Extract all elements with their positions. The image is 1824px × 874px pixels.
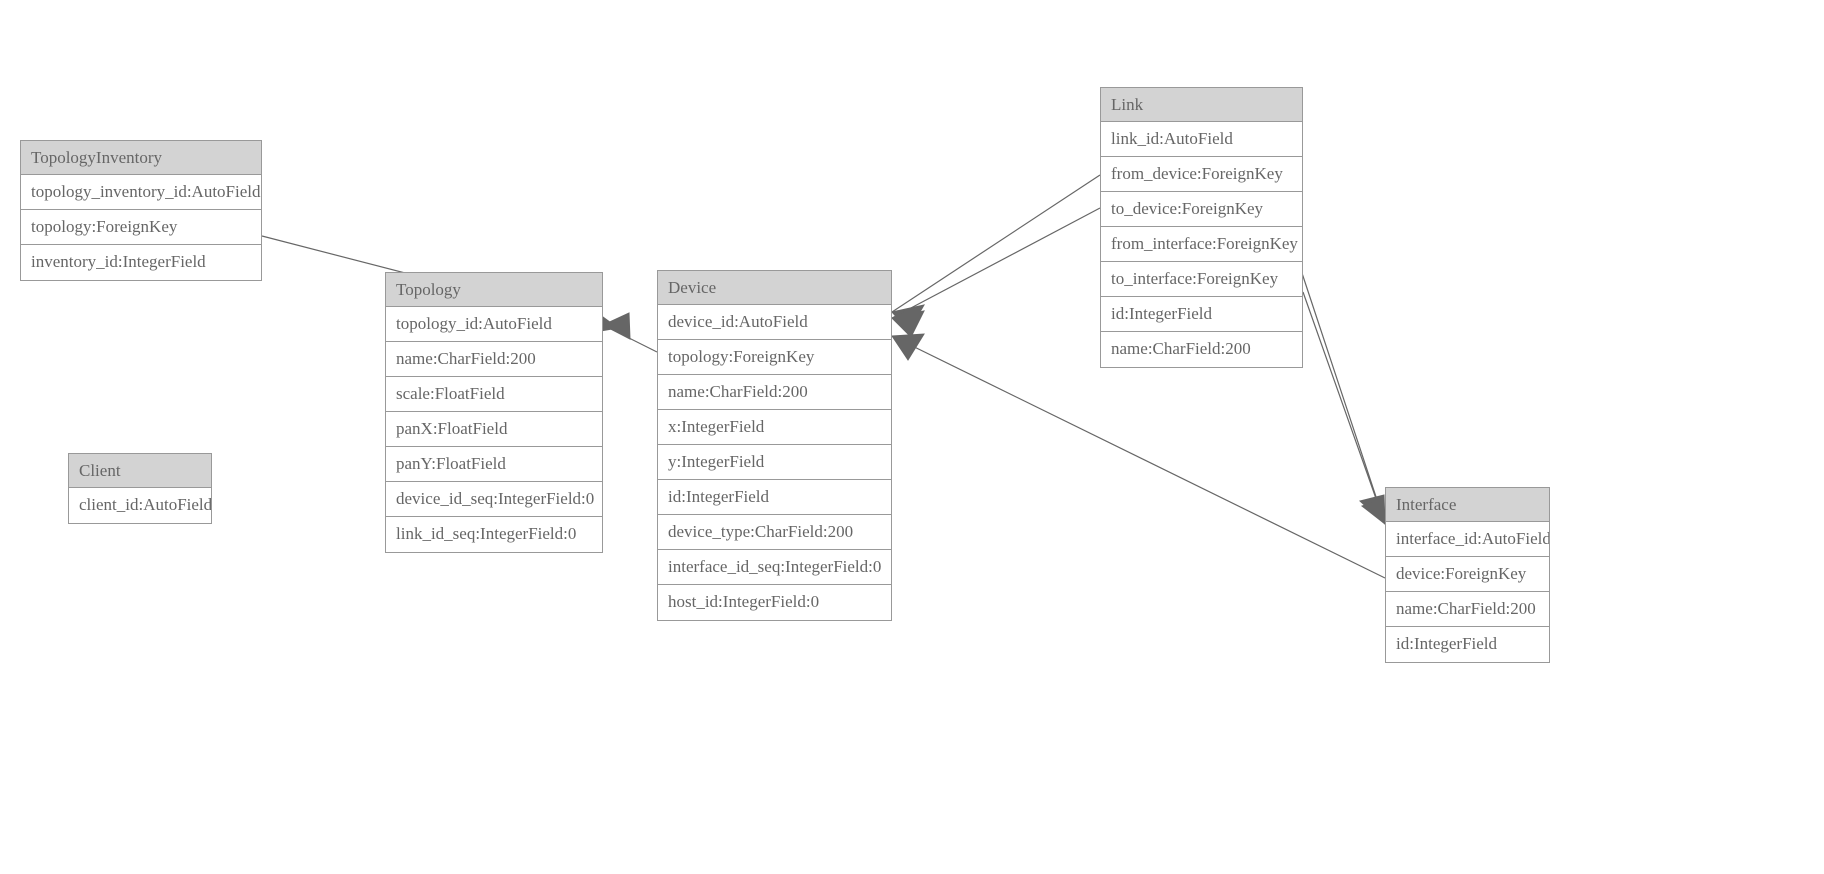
entity-field-row[interactable]: id:IntegerField bbox=[1386, 627, 1549, 662]
entity-field-row[interactable]: x:IntegerField bbox=[658, 410, 891, 445]
entity-field-row[interactable]: interface_id_seq:IntegerField:0 bbox=[658, 550, 891, 585]
entity-title-client: Client bbox=[69, 454, 211, 488]
entity-field-row[interactable]: to_interface:ForeignKey bbox=[1101, 262, 1302, 297]
entity-field-row[interactable]: host_id:IntegerField:0 bbox=[658, 585, 891, 620]
entity-field-row[interactable]: y:IntegerField bbox=[658, 445, 891, 480]
entity-field-row[interactable]: name:CharField:200 bbox=[658, 375, 891, 410]
relation-line bbox=[1296, 257, 1386, 525]
relation-device-to-topology bbox=[601, 312, 658, 353]
entity-field-row[interactable]: device:ForeignKey bbox=[1386, 557, 1549, 592]
entity-field-row[interactable]: name:CharField:200 bbox=[386, 342, 602, 377]
relation-arrowhead-icon bbox=[601, 312, 631, 340]
entity-title-topology: Topology bbox=[386, 273, 602, 307]
entity-field-row[interactable]: id:IntegerField bbox=[1101, 297, 1302, 332]
entity-field-row[interactable]: to_device:ForeignKey bbox=[1101, 192, 1302, 227]
entity-field-row[interactable]: topology:ForeignKey bbox=[658, 340, 891, 375]
relation-arrowhead-icon bbox=[890, 310, 925, 338]
relation-link-from-device-to-device bbox=[891, 174, 1101, 332]
relation-line bbox=[891, 207, 1101, 319]
relation-arrowhead-icon bbox=[891, 333, 925, 361]
entity-field-row[interactable]: panX:FloatField bbox=[386, 412, 602, 447]
entity-field-row[interactable]: interface_id:AutoField bbox=[1386, 522, 1549, 557]
entity-field-row[interactable]: name:CharField:200 bbox=[1386, 592, 1549, 627]
entity-field-row[interactable]: device_type:CharField:200 bbox=[658, 515, 891, 550]
entity-field-row[interactable]: link_id:AutoField bbox=[1101, 122, 1302, 157]
entity-field-row[interactable]: from_device:ForeignKey bbox=[1101, 157, 1302, 192]
relation-line bbox=[1302, 291, 1386, 525]
relation-arrowhead-icon bbox=[891, 304, 925, 332]
entity-field-row[interactable]: link_id_seq:IntegerField:0 bbox=[386, 517, 602, 552]
entity-title-interface: Interface bbox=[1386, 488, 1549, 522]
entity-field-row[interactable]: scale:FloatField bbox=[386, 377, 602, 412]
entity-field-row[interactable]: panY:FloatField bbox=[386, 447, 602, 482]
entity-field-row[interactable]: from_interface:ForeignKey bbox=[1101, 227, 1302, 262]
entity-field-row[interactable]: topology:ForeignKey bbox=[21, 210, 261, 245]
relation-line bbox=[891, 335, 1386, 579]
relation-link-from-interface-to-interface bbox=[1296, 257, 1386, 526]
entity-field-row[interactable]: inventory_id:IntegerField bbox=[21, 245, 261, 280]
relation-link-to-device-to-device bbox=[890, 207, 1101, 338]
entity-title-link: Link bbox=[1101, 88, 1302, 122]
relation-interface-device-to-device bbox=[891, 333, 1386, 579]
relation-link-to-interface-to-interface bbox=[1302, 291, 1386, 526]
entity-title-device: Device bbox=[658, 271, 891, 305]
entity-title-topology-inventory: TopologyInventory bbox=[21, 141, 261, 175]
entity-field-row[interactable]: client_id:AutoField bbox=[69, 488, 211, 523]
entity-field-row[interactable]: device_id_seq:IntegerField:0 bbox=[386, 482, 602, 517]
entity-field-row[interactable]: id:IntegerField bbox=[658, 480, 891, 515]
entity-field-row[interactable]: topology_id:AutoField bbox=[386, 307, 602, 342]
relation-line bbox=[602, 324, 658, 353]
entity-field-row[interactable]: topology_inventory_id:AutoField bbox=[21, 175, 261, 210]
relation-arrowhead-icon bbox=[1358, 494, 1386, 526]
relation-line bbox=[891, 174, 1101, 313]
entity-field-row[interactable]: name:CharField:200 bbox=[1101, 332, 1302, 367]
relation-arrowhead-icon bbox=[1360, 498, 1386, 526]
entity-field-row[interactable]: device_id:AutoField bbox=[658, 305, 891, 340]
